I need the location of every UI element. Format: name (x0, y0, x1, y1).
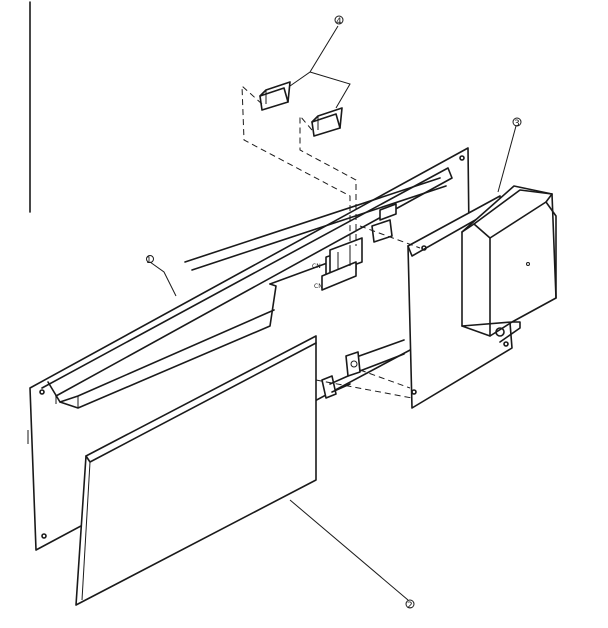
callout-4: 4 (334, 15, 344, 27)
svg-text:2: 2 (407, 601, 413, 611)
connector-mark-lower: CN (314, 283, 323, 290)
side-board-assembly (345, 185, 557, 409)
cable-path-a (241, 84, 351, 246)
leader-1 (149, 261, 177, 297)
connector-plugs (259, 25, 351, 137)
callout-1: 1 (146, 255, 154, 266)
front-cover-plate (75, 335, 317, 606)
svg-text:4: 4 (336, 17, 342, 27)
leader-3 (497, 125, 517, 193)
svg-text:1: 1 (146, 256, 152, 266)
svg-text:3: 3 (514, 119, 520, 129)
leader-2 (289, 499, 409, 601)
connector-mark-upper: CN (312, 263, 321, 270)
callout-3: 3 (512, 117, 522, 129)
cable-path-b (299, 114, 357, 246)
callout-2: 2 (405, 599, 415, 611)
